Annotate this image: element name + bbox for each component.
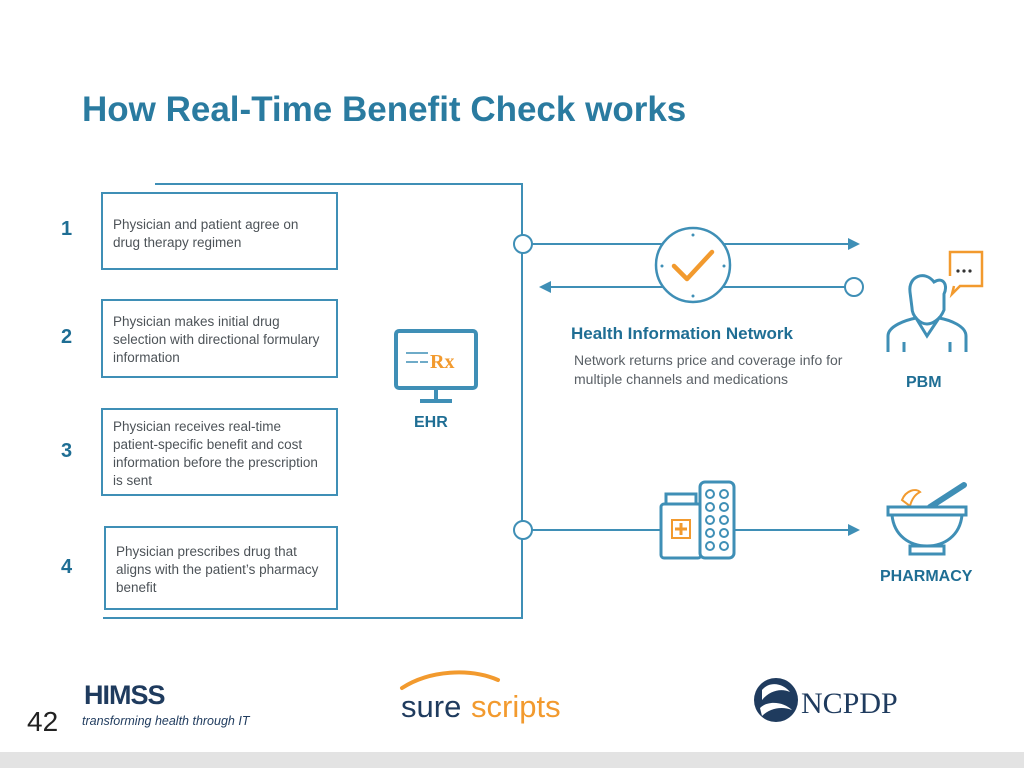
ncpdp-logo: NCPDP <box>754 678 898 722</box>
ehr-label: EHR <box>414 414 448 431</box>
mortar-pestle-icon <box>886 482 968 556</box>
himss-tagline: transforming health through IT <box>82 714 251 728</box>
connector-node-ehr-top <box>513 234 533 254</box>
ncpdp-logo-name: NCPDP <box>801 687 898 720</box>
network-description: Network returns price and coverage info … <box>574 352 843 387</box>
check-clock-icon <box>654 226 732 304</box>
arrow-head-out <box>848 238 860 250</box>
page-number: 42 <box>27 706 59 737</box>
step-number-1: 1 <box>61 218 73 240</box>
network-title: Health Information Network <box>571 324 793 343</box>
surescripts-logo: sure scripts <box>400 670 561 724</box>
step-box-4: Physician prescribes drug that aligns wi… <box>104 526 338 610</box>
himss-logo: HIMSS transforming health through IT <box>82 680 251 728</box>
ehr-frame <box>103 183 523 619</box>
himss-logo-name: HIMSS <box>84 680 165 710</box>
page-title: How Real-Time Benefit Check works <box>82 90 687 129</box>
ehr-monitor-icon: Rx <box>394 329 478 403</box>
medication-icon <box>659 480 736 560</box>
step-number-4: 4 <box>61 556 73 578</box>
arrow-head-return <box>539 281 551 293</box>
surescripts-word-2: scripts <box>471 689 561 724</box>
svg-text:Rx: Rx <box>430 351 454 373</box>
arrow-head-pharmacy <box>848 524 860 536</box>
step-number-3: 3 <box>61 440 73 462</box>
connector-node-pbm <box>844 277 864 297</box>
step-box-3: Physician receives real-time patient-spe… <box>101 408 338 496</box>
step-box-1: Physician and patient agree on drug ther… <box>101 192 338 270</box>
surescripts-word-1: sure <box>401 689 461 724</box>
step-box-2: Physician makes initial drug selection w… <box>101 299 338 378</box>
pbm-label: PBM <box>906 374 942 391</box>
connector-node-ehr-bottom <box>513 520 533 540</box>
step-number-2: 2 <box>61 326 73 348</box>
bottom-bar <box>0 752 1024 768</box>
pharmacy-label: PHARMACY <box>880 568 973 585</box>
pbm-person-icon <box>886 250 984 352</box>
